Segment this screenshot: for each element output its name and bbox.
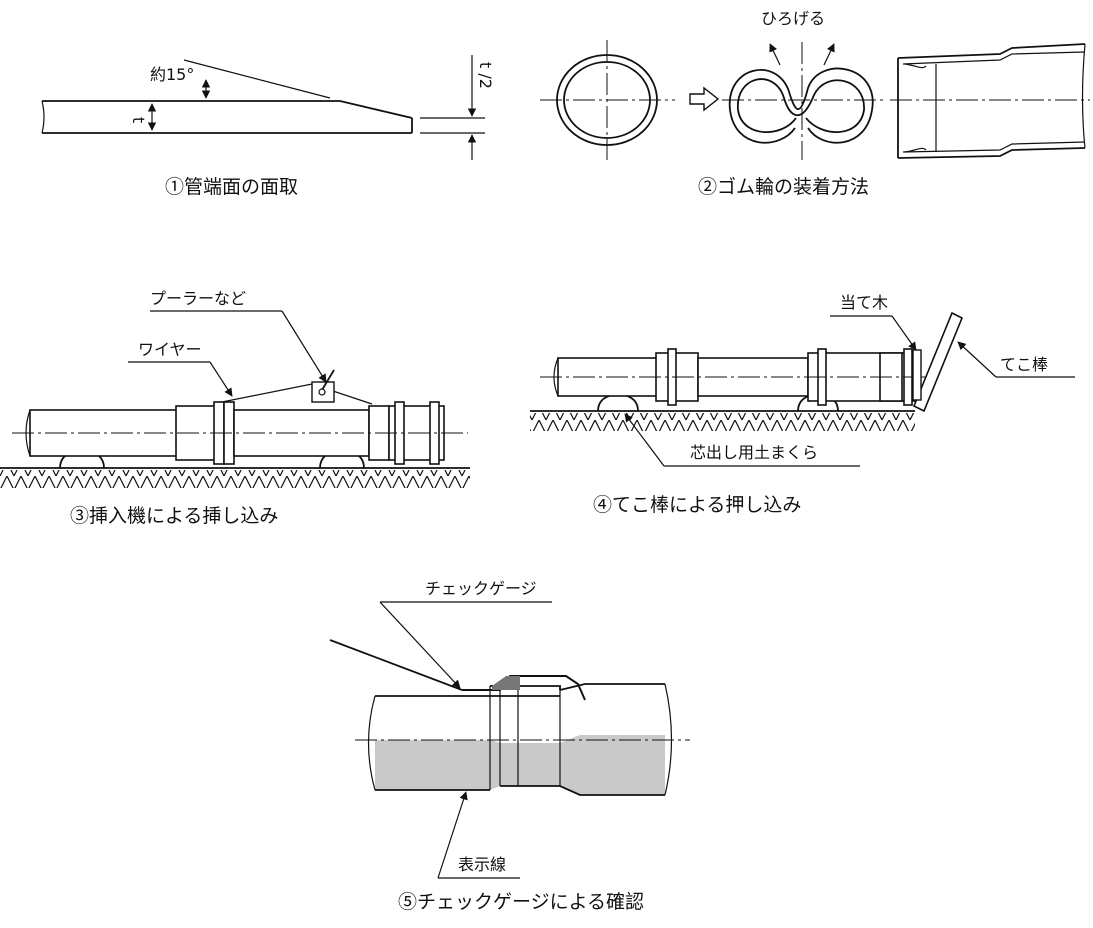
block-label: 当て木 bbox=[840, 293, 888, 312]
angle-label: 約15° bbox=[150, 65, 194, 84]
shaded-pipe-lower-half bbox=[375, 735, 665, 795]
lever-bar bbox=[912, 311, 964, 413]
puller-device bbox=[311, 369, 335, 403]
spread-label: ひろげる bbox=[761, 9, 825, 28]
ground-hatch bbox=[530, 413, 915, 431]
ground-hatch bbox=[0, 470, 470, 488]
check-gauge-tool bbox=[329, 639, 586, 701]
socket-section bbox=[890, 43, 1090, 159]
pipe-assembly bbox=[12, 401, 468, 465]
pipe-assembly bbox=[540, 348, 935, 406]
pipe-outline bbox=[355, 683, 690, 796]
caption-rubber-ring: ②ゴム輪の装着方法 bbox=[698, 176, 869, 198]
puller-label: プーラーなど bbox=[150, 289, 246, 308]
lever-leader bbox=[957, 341, 1075, 378]
caption-chamfer: ①管端面の面取 bbox=[165, 176, 298, 198]
lever-label: てこ棒 bbox=[1000, 355, 1048, 374]
caption-insertion-machine: ③挿入機による挿し込み bbox=[70, 505, 278, 527]
mark-line-label: 表示線 bbox=[458, 855, 506, 874]
ring-folded bbox=[722, 42, 885, 160]
wire-rope bbox=[221, 383, 373, 405]
mark-line-leader bbox=[437, 791, 520, 879]
thickness-label: t bbox=[129, 117, 148, 123]
pillow-label: 芯出し用土まくら bbox=[690, 443, 818, 462]
half-thickness-dimension bbox=[420, 55, 485, 160]
block-leader bbox=[830, 315, 917, 351]
figure-lever-bar: 当て木 てこ棒 芯出し用土まくら ④てこ棒による押し込み bbox=[530, 293, 1075, 516]
caption-lever-bar: ④てこ棒による押し込み bbox=[593, 494, 801, 516]
half-thickness-label: t /2 bbox=[476, 62, 495, 89]
caption-check-gauge: ⑤チェックゲージによる確認 bbox=[398, 891, 644, 913]
figure-insertion-machine: プーラーなど ワイヤー ③挿入機による挿し込み bbox=[0, 289, 470, 527]
chamfer-angle-dimension bbox=[183, 59, 331, 99]
gauge-label: チェックゲージ bbox=[425, 579, 537, 598]
ring-round bbox=[540, 40, 675, 160]
wire-label: ワイヤー bbox=[138, 340, 202, 359]
puller-leader bbox=[150, 310, 327, 383]
figure-chamfer: 約15° t t /2 ①管端面の面取 bbox=[41, 55, 495, 198]
wire-leader bbox=[128, 361, 233, 397]
pillow-leader bbox=[624, 413, 860, 467]
gauge-leader bbox=[379, 601, 552, 689]
figure-rubber-ring: ひろげる ②ゴム輪の装着方法 bbox=[540, 9, 1090, 198]
chamfer-pipe-wall bbox=[41, 100, 413, 134]
arrow-outline-icon bbox=[689, 86, 720, 112]
figure-check-gauge: チェックゲージ 表示線 ⑤チェックゲージによる確認 bbox=[329, 579, 690, 913]
